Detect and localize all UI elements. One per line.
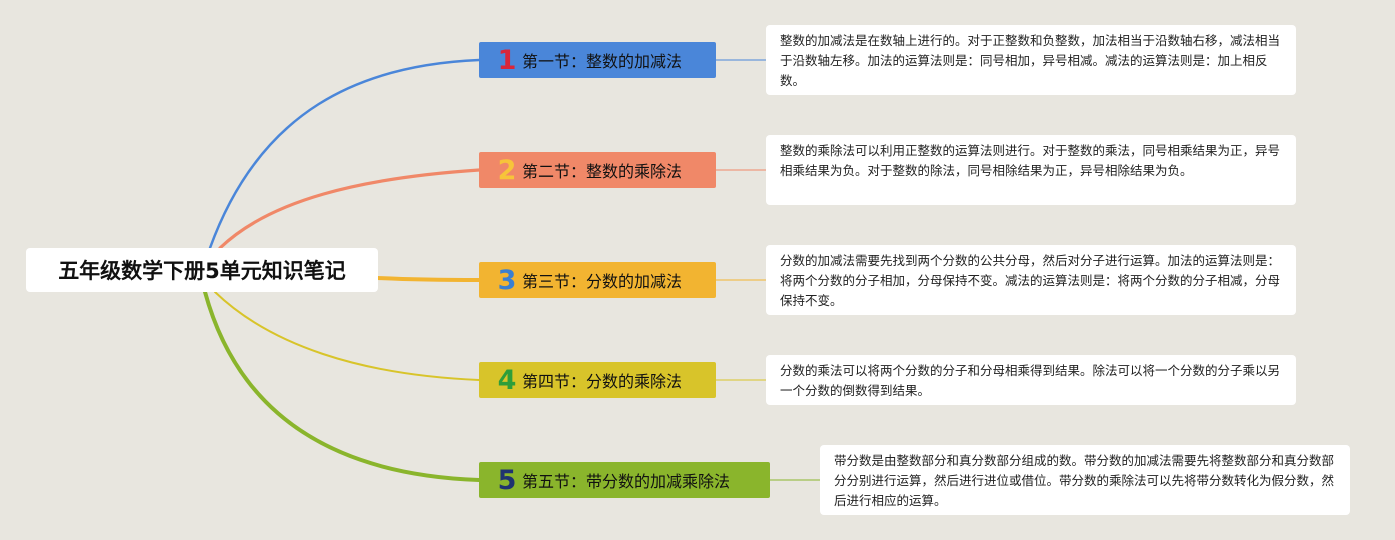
branch-connector-2 — [218, 168, 481, 250]
branch-label-1: 第一节：整数的加减法 — [522, 52, 683, 71]
branch-topic-4[interactable]: 4 第四节：分数的乘除法 — [479, 362, 716, 398]
note-card-2[interactable]: 整数的乘除法可以利用正整数的运算法则进行。对于整数的乘法，同号相乘结果为正，异号… — [766, 135, 1296, 205]
branch-label-2: 第二节：整数的乘除法 — [522, 162, 683, 181]
branch-connector-4 — [214, 291, 480, 381]
note-card-5[interactable]: 带分数是由整数部分和真分数部分组成的数。带分数的加减法需要先将整数部分和真分数部… — [820, 445, 1350, 515]
branch-label-4: 第四节：分数的乘除法 — [522, 372, 683, 391]
branch-connector-1 — [208, 58, 481, 250]
note-text-5: 带分数是由整数部分和真分数部分组成的数。带分数的加减法需要先将整数部分和真分数部… — [834, 453, 1335, 508]
branch-number-1: 1 — [497, 44, 517, 76]
branch-topic-1[interactable]: 1 第一节：整数的加减法 — [479, 42, 716, 78]
note-card-4[interactable]: 分数的乘法可以将两个分数的分子和分母相乘得到结果。除法可以将一个分数的分子乘以另… — [766, 355, 1296, 405]
branch-topic-3[interactable]: 3 第三节：分数的加减法 — [479, 262, 716, 298]
branch-topic-5[interactable]: 5 第五节：带分数的加减乘除法 — [479, 462, 770, 498]
branch-number-2: 2 — [497, 154, 517, 186]
branch-label-3: 第三节：分数的加减法 — [522, 272, 683, 291]
note-text-1: 整数的加减法是在数轴上进行的。对于正整数和负整数，加法相当于沿数轴右移，减法相当… — [780, 33, 1281, 88]
note-text-4: 分数的乘法可以将两个分数的分子和分母相乘得到结果。除法可以将一个分数的分子乘以另… — [780, 363, 1281, 398]
branch-number-5: 5 — [497, 464, 517, 496]
branch-connector-5 — [203, 290, 481, 482]
branch-number-4: 4 — [497, 364, 517, 396]
branch-label-5: 第五节：带分数的加减乘除法 — [522, 472, 731, 491]
note-text-3: 分数的加减法需要先找到两个分数的公共分母，然后对分子进行运算。加法的运算法则是：… — [780, 253, 1281, 308]
note-text-2: 整数的乘除法可以利用正整数的运算法则进行。对于整数的乘法，同号相乘结果为正，异号… — [780, 143, 1281, 178]
branch-connector-3 — [376, 276, 481, 282]
branch-topic-2[interactable]: 2 第二节：整数的乘除法 — [479, 152, 716, 188]
branch-number-3: 3 — [497, 264, 517, 296]
central-topic[interactable]: 五年级数学下册5单元知识笔记 — [26, 248, 378, 292]
central-topic-label: 五年级数学下册5单元知识笔记 — [58, 259, 346, 283]
note-card-1[interactable]: 整数的加减法是在数轴上进行的。对于正整数和负整数，加法相当于沿数轴右移，减法相当… — [766, 25, 1296, 95]
note-card-3[interactable]: 分数的加减法需要先找到两个分数的公共分母，然后对分子进行运算。加法的运算法则是：… — [766, 245, 1296, 315]
